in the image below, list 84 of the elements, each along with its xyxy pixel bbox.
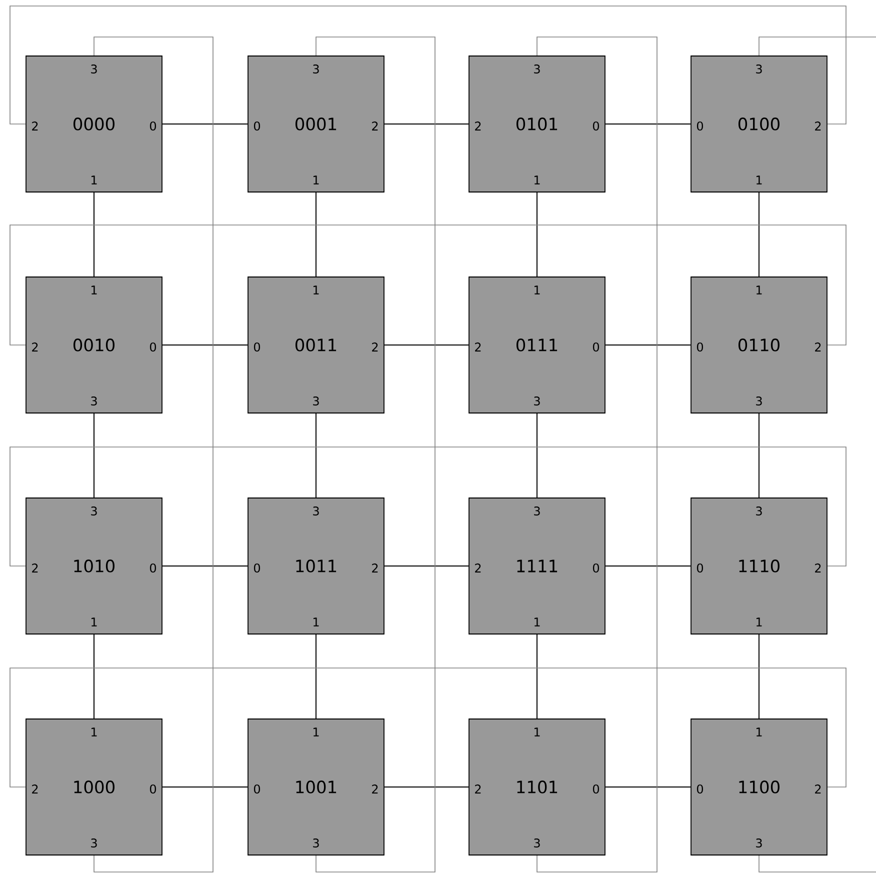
port-number: 2 — [32, 342, 38, 352]
port-number: 1 — [756, 176, 762, 184]
port-number: 1 — [314, 286, 319, 294]
port-number: 0 — [592, 121, 600, 131]
port-number: 0 — [592, 342, 600, 352]
port-number: 1 — [92, 176, 97, 184]
link-line — [10, 6, 846, 124]
port-number: 1 — [534, 286, 540, 294]
port-number: 2 — [475, 564, 481, 572]
port-number: 1 — [534, 728, 540, 736]
link-line — [604, 786, 692, 788]
link-line — [94, 36, 214, 872]
port-number: 1 — [314, 618, 319, 626]
port-number: 3 — [534, 396, 540, 406]
port-number: 3 — [313, 396, 319, 406]
port-number: 3 — [313, 838, 319, 848]
port-number: 2 — [32, 564, 38, 572]
port-number: 3 — [756, 838, 762, 848]
port-number: 1 — [534, 618, 540, 626]
link-line — [536, 412, 538, 498]
port-number: 1 — [756, 286, 762, 294]
port-number: 3 — [91, 838, 97, 848]
link-line — [10, 668, 846, 788]
link-line — [758, 36, 876, 872]
port-number: 2 — [475, 122, 481, 130]
port-number: 2 — [815, 342, 821, 352]
port-number: 2 — [815, 784, 821, 794]
port-number: 2 — [372, 784, 378, 794]
port-number: 2 — [372, 122, 378, 130]
port-number: 2 — [372, 564, 378, 572]
link-line — [10, 224, 846, 346]
port-number: 1 — [314, 728, 319, 736]
port-number: 1 — [92, 286, 97, 294]
port-number: 0 — [696, 563, 704, 573]
port-number: 0 — [696, 342, 704, 352]
link-line — [758, 412, 760, 498]
port-number: 3 — [756, 64, 762, 74]
port-number: 0 — [150, 563, 156, 573]
port-number: 3 — [91, 64, 97, 74]
port-number: 2 — [815, 122, 821, 130]
link-line — [536, 192, 538, 278]
port-number: 0 — [254, 784, 260, 794]
port-number: 3 — [313, 506, 319, 516]
link-line — [162, 344, 248, 346]
port-number: 3 — [534, 64, 540, 74]
port-number: 1 — [92, 728, 97, 736]
link-line — [162, 786, 248, 788]
port-number: 0 — [150, 342, 156, 352]
port-number: 1 — [756, 618, 762, 626]
port-number: 0 — [592, 563, 600, 573]
link-line — [536, 36, 658, 872]
port-number: 3 — [313, 64, 319, 74]
port-number: 1 — [314, 176, 319, 184]
port-number: 2 — [32, 122, 38, 130]
port-number: 2 — [815, 564, 821, 572]
link-line — [384, 786, 470, 788]
port-number: 3 — [91, 506, 97, 516]
link-line — [758, 192, 760, 278]
link-line — [758, 634, 760, 720]
port-number: 0 — [696, 121, 704, 131]
port-number: 3 — [756, 396, 762, 406]
link-line — [536, 634, 538, 720]
port-number: 1 — [92, 618, 97, 626]
link-line — [316, 36, 436, 872]
port-number: 0 — [150, 121, 156, 131]
port-number: 2 — [475, 342, 481, 352]
port-number: 3 — [534, 506, 540, 516]
port-number: 2 — [372, 342, 378, 352]
port-number: 3 — [91, 396, 97, 406]
port-number: 1 — [534, 176, 540, 184]
link-line — [384, 344, 470, 346]
link-line — [10, 446, 846, 566]
port-number: 3 — [756, 506, 762, 516]
port-number: 0 — [150, 784, 156, 794]
port-number: 0 — [592, 784, 600, 794]
port-number: 0 — [254, 342, 260, 352]
port-number: 0 — [696, 784, 704, 794]
port-number: 1 — [756, 728, 762, 736]
link-line — [604, 344, 692, 346]
port-number: 2 — [32, 784, 38, 794]
port-number: 3 — [534, 838, 540, 848]
port-number: 0 — [254, 563, 260, 573]
port-number: 2 — [475, 784, 481, 794]
port-number: 0 — [254, 121, 260, 131]
